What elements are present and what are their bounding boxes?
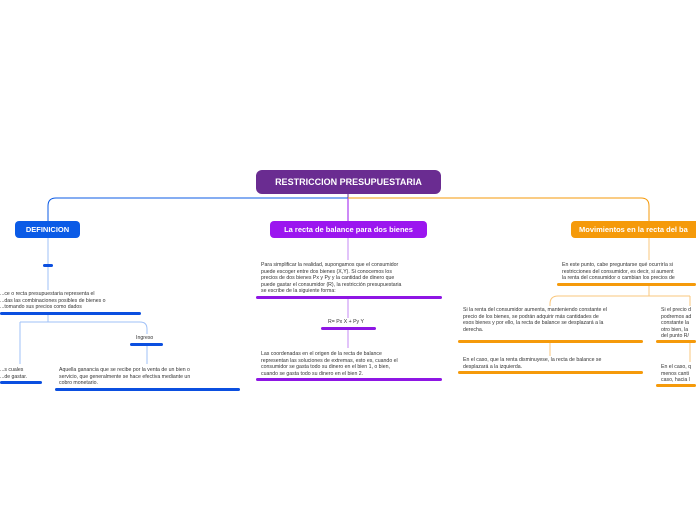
definicion-empty-node[interactable]: [43, 264, 53, 267]
renta-up-text: Si la renta del consumidor aumenta, mant…: [463, 307, 607, 333]
ingreso-underline[interactable]: [130, 343, 163, 346]
movimientos-label: Movimientos en la recta del ba: [579, 225, 688, 234]
renta-down-text: En el caso, que la renta disminuyese, la…: [463, 357, 602, 370]
recta-label: La recta de balance para dos bienes: [284, 225, 413, 234]
recta-coords-underline: [256, 378, 442, 381]
recta-node[interactable]: La recta de balance para dos bienes: [270, 221, 427, 238]
caso-underline: [656, 384, 696, 387]
definicion-main-text: ...ce o recta presupuestaria representa …: [0, 291, 106, 311]
recta-intro-underline: [256, 296, 442, 299]
recta-formula: R= Px X + Py Y: [328, 319, 364, 325]
definicion-left-underline: [0, 381, 42, 384]
recta-formula-underline: [321, 327, 376, 330]
definicion-main-underline: [0, 312, 141, 315]
recta-intro-text: Para simplificar la realidad, supongamos…: [261, 262, 402, 295]
renta-down-underline: [458, 371, 643, 374]
ingreso-text-underline: [55, 388, 240, 391]
root-label: RESTRICCION PRESUPUESTARIA: [275, 177, 422, 187]
precio-underline: [656, 340, 696, 343]
definicion-label: DEFINICION: [25, 225, 70, 234]
ingreso-label: Ingreso: [136, 335, 154, 341]
definicion-node[interactable]: DEFINICION: [15, 221, 80, 238]
ingreso-text: Aquella ganancia que se recibe por la ve…: [59, 367, 191, 387]
root-node[interactable]: RESTRICCION PRESUPUESTARIA: [256, 170, 441, 194]
precio-text: Si el precio d podremos ad constante la …: [661, 307, 692, 340]
movimientos-node[interactable]: Movimientos en la recta del ba: [571, 221, 696, 238]
recta-coords-text: Las coordenadas en el origen de la recta…: [261, 351, 398, 377]
movimientos-intro-text: En este punto, cabe preguntarse qué ocur…: [562, 262, 675, 282]
movimientos-intro-underline: [557, 283, 696, 286]
definicion-left-text: ...s cuales ...de gastar.: [0, 367, 28, 380]
renta-up-underline: [458, 340, 643, 343]
caso-text: En el caso, q menos canti caso, hacia l: [661, 364, 691, 384]
